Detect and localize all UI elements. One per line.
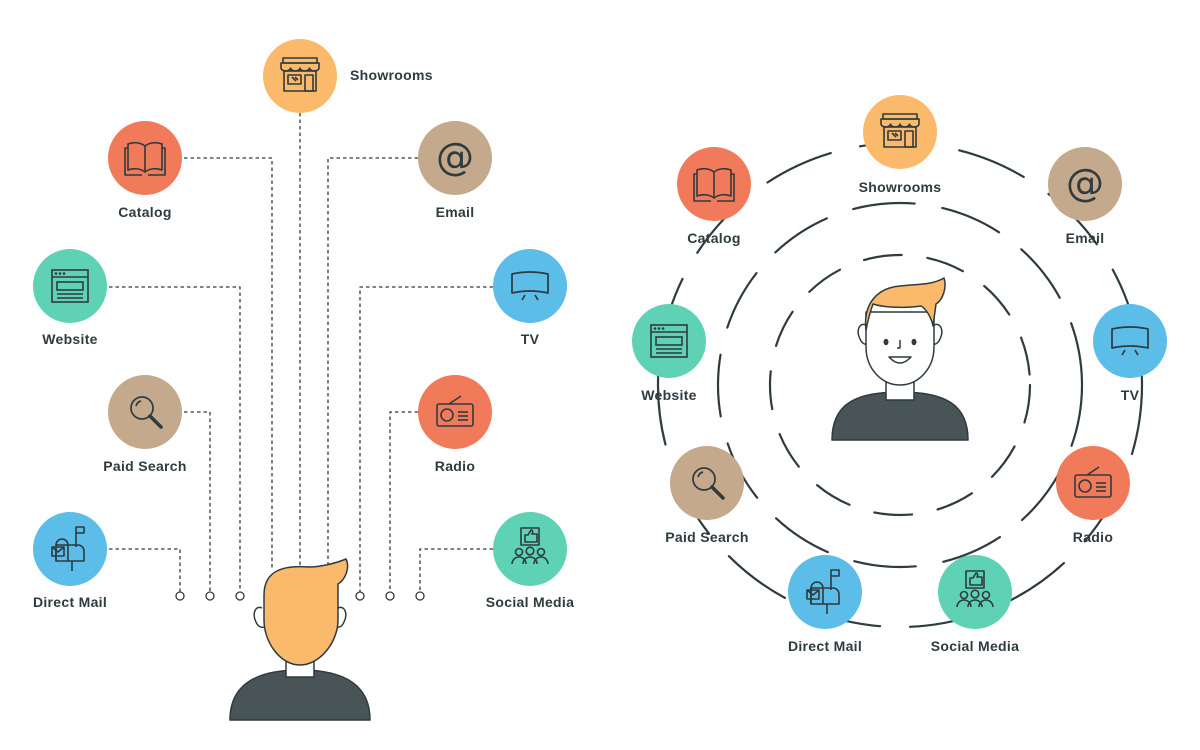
connector-email bbox=[327, 157, 418, 565]
connector-catalog bbox=[184, 157, 273, 568]
left-diagram: Showrooms Catalog Email Website TV Paid … bbox=[33, 39, 574, 721]
node-direct-mail: Direct Mail bbox=[33, 512, 107, 610]
person-ear-left bbox=[253, 606, 265, 629]
connector-endpoints bbox=[175, 591, 425, 601]
orbit-label-direct-mail: Direct Mail bbox=[788, 638, 862, 654]
connector-tv bbox=[359, 286, 493, 592]
orbit-ring-middle bbox=[716, 201, 1084, 569]
node-showrooms: Showrooms bbox=[263, 39, 433, 113]
node-email: Email bbox=[418, 121, 492, 220]
node-paid-search: Paid Search bbox=[103, 375, 186, 474]
connector-direct-mail bbox=[109, 548, 181, 592]
orbit-label-radio: Radio bbox=[1073, 529, 1113, 545]
label-website: Website bbox=[42, 331, 98, 347]
orbit-label-paid-search: Paid Search bbox=[665, 529, 748, 545]
orbit-node-tv: TV bbox=[1093, 304, 1167, 403]
label-showrooms: Showrooms bbox=[350, 67, 433, 83]
orbit-label-email: Email bbox=[1066, 230, 1105, 246]
orbit-label-tv: TV bbox=[1121, 387, 1140, 403]
person-hair bbox=[864, 277, 946, 331]
orbit-node-radio: Radio bbox=[1056, 446, 1130, 545]
left-connector-lines bbox=[109, 113, 493, 592]
connector-social-media bbox=[419, 548, 493, 592]
label-radio: Radio bbox=[435, 458, 475, 474]
connector-radio bbox=[389, 411, 418, 592]
label-paid-search: Paid Search bbox=[103, 458, 186, 474]
orbit-node-paid-search: Paid Search bbox=[665, 446, 748, 545]
label-catalog: Catalog bbox=[118, 204, 171, 220]
label-email: Email bbox=[436, 204, 475, 220]
orbit-node-email: Email bbox=[1048, 147, 1122, 246]
person-nose bbox=[897, 340, 901, 349]
connector-website bbox=[109, 286, 241, 592]
person-smile bbox=[888, 356, 912, 364]
person-illustration bbox=[229, 558, 371, 721]
person-head-hair bbox=[263, 558, 349, 666]
orbit-label-social-media: Social Media bbox=[931, 638, 1019, 654]
orbit-label-catalog: Catalog bbox=[687, 230, 740, 246]
person-eye-left bbox=[883, 338, 889, 346]
orbit-node-catalog: Catalog bbox=[677, 147, 751, 246]
at-sign-icon bbox=[436, 135, 474, 179]
right-diagram: Showrooms Catalog Email Website TV Paid … bbox=[632, 95, 1167, 654]
label-social-media: Social Media bbox=[486, 594, 574, 610]
orbit-node-social-media: Social Media bbox=[931, 555, 1019, 654]
at-sign-icon bbox=[1066, 161, 1104, 205]
node-website: Website bbox=[33, 249, 107, 347]
orbit-ring-inner bbox=[768, 253, 1032, 517]
orbit-node-direct-mail: Direct Mail bbox=[788, 555, 862, 654]
orbit-label-showrooms: Showrooms bbox=[859, 179, 942, 195]
node-catalog: Catalog bbox=[108, 121, 182, 220]
orbit-rings bbox=[656, 141, 1144, 629]
label-direct-mail: Direct Mail bbox=[33, 594, 107, 610]
orbit-node-showrooms: Showrooms bbox=[859, 95, 942, 195]
connector-paid-search bbox=[184, 411, 211, 592]
person-eye-right bbox=[911, 338, 917, 346]
node-tv: TV bbox=[493, 249, 567, 347]
node-radio: Radio bbox=[418, 375, 492, 474]
node-social-media: Social Media bbox=[486, 512, 574, 610]
orbit-node-website: Website bbox=[632, 304, 706, 403]
orbit-label-website: Website bbox=[641, 387, 697, 403]
label-tv: TV bbox=[521, 331, 540, 347]
person-illustration-center bbox=[831, 277, 969, 441]
